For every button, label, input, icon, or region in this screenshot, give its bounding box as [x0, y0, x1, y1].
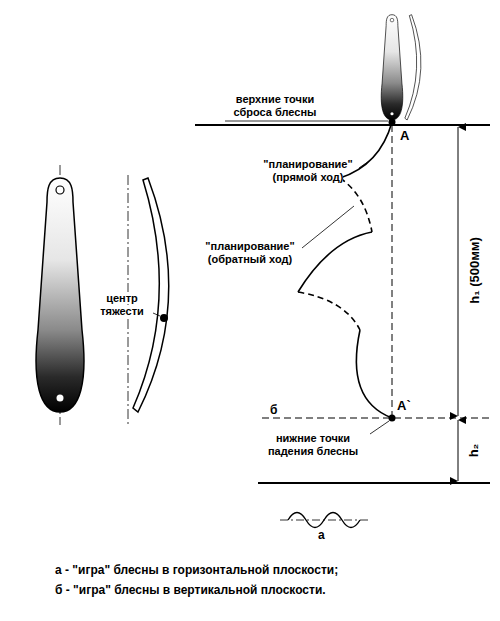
play-letter: б — [270, 403, 277, 417]
point-letter: А` — [397, 398, 411, 413]
glide-label: "планирование" (обратный ход) — [200, 240, 300, 266]
dimension-label: h₂ — [467, 443, 482, 457]
caption-line: б - "игра" блесны в вертикальной плоскос… — [55, 583, 326, 597]
point-letter: А — [400, 128, 409, 143]
dimension-label: h₁ (500мм) — [466, 237, 481, 304]
play-letter: а — [318, 528, 325, 542]
center-of-gravity-label: центр тяжести — [92, 292, 152, 318]
glide-label: "планирование" (прямой ход) — [258, 158, 358, 184]
drop-point-label: верхние точки сброса блесны — [225, 93, 325, 119]
caption-line: а - "игра" блесны в горизонтальной плоск… — [55, 563, 338, 577]
fall-point-label: нижние точки падения блесны — [258, 432, 368, 458]
